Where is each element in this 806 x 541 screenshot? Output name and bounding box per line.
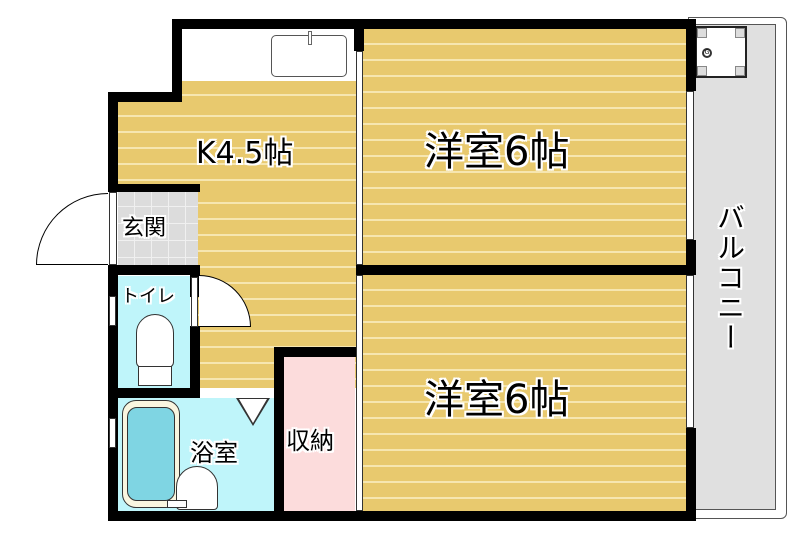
- bedroom-top: [362, 29, 686, 267]
- window[interactable]: [686, 91, 694, 240]
- toilet-door-frame[interactable]: [191, 277, 198, 327]
- balcony-floor: [693, 24, 776, 510]
- wall: [686, 19, 696, 91]
- entrance-label: 玄関: [122, 216, 167, 241]
- bathroom-door-fill: [239, 399, 267, 423]
- toilet-bowl-icon: [136, 314, 174, 368]
- window[interactable]: [686, 275, 694, 428]
- wall: [190, 326, 200, 388]
- bedroom-top-label: 洋室6帖: [424, 129, 570, 175]
- wall: [686, 428, 696, 521]
- toilet-label: トイレ: [121, 286, 175, 307]
- bathroom-label: 浴室: [190, 439, 238, 467]
- wall: [108, 184, 200, 192]
- wall: [172, 19, 182, 101]
- bathroom-window[interactable]: [109, 418, 116, 448]
- wall: [108, 388, 200, 398]
- toilet-tank-icon: [138, 366, 172, 386]
- balcony-label: バルコニー: [713, 203, 746, 353]
- kitchen-label: K4.5帖: [196, 136, 294, 171]
- storage-label: 収納: [286, 427, 334, 455]
- entrance-door-frame[interactable]: [109, 192, 117, 265]
- kitchen-sink-icon: [271, 31, 347, 77]
- wall: [108, 92, 118, 192]
- faucet-icon: [167, 500, 187, 508]
- sliding-door[interactable]: [356, 51, 363, 265]
- kitchen: [118, 101, 356, 189]
- wall: [274, 347, 284, 511]
- wall: [274, 347, 356, 357]
- bedroom-bottom: [362, 275, 686, 511]
- wall: [108, 511, 696, 521]
- toilet-window[interactable]: [109, 296, 116, 326]
- storage: [283, 356, 355, 511]
- entrance: [118, 190, 198, 268]
- wall: [686, 240, 696, 270]
- gas-meter-icon: G: [702, 48, 712, 58]
- wall: [108, 265, 200, 275]
- wall: [354, 19, 364, 51]
- kitchen-upper: [181, 80, 356, 110]
- ac-unit-icon: G: [695, 26, 747, 78]
- bathroom-landing: [198, 388, 274, 398]
- balcony: G バルコニー: [688, 17, 787, 519]
- sliding-door[interactable]: [356, 275, 363, 511]
- bathtub-icon: [122, 400, 180, 508]
- wall: [172, 19, 696, 29]
- entrance-door-swing[interactable]: [36, 193, 108, 265]
- wall: [356, 265, 696, 275]
- wall: [108, 92, 182, 102]
- bedroom-bottom-label: 洋室6帖: [424, 377, 570, 423]
